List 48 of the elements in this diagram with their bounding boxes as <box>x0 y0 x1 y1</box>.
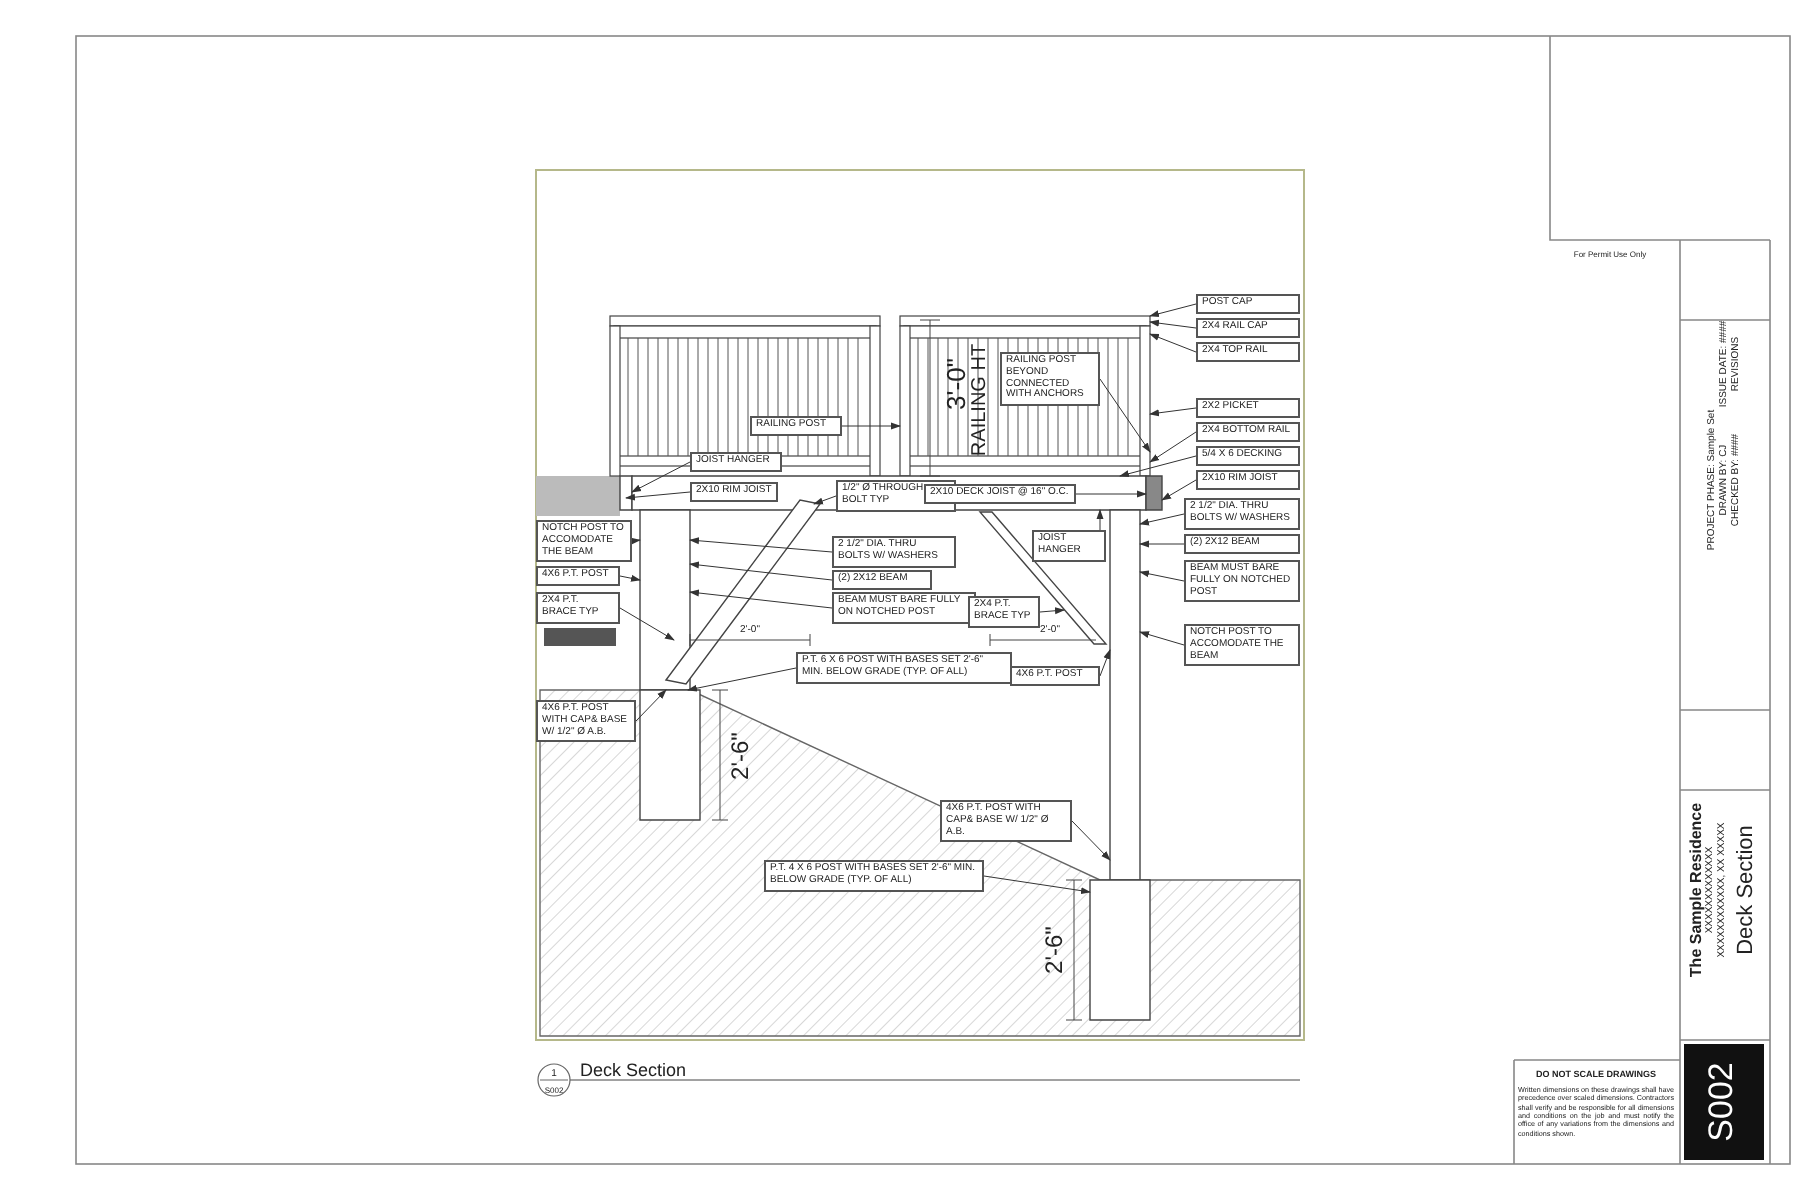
brace <box>664 499 822 685</box>
leader-line <box>619 574 641 582</box>
leader-line <box>1161 479 1197 501</box>
leader-line <box>689 537 833 553</box>
leader-line <box>1096 509 1104 531</box>
dimension-text: 2'-6" <box>1040 926 1068 974</box>
leader-line <box>1149 431 1197 463</box>
leader-line <box>1071 820 1111 861</box>
leader-line <box>1149 333 1197 353</box>
rim-joist <box>619 475 633 511</box>
leader-line <box>630 537 641 545</box>
leader-line <box>631 461 691 493</box>
post <box>639 509 691 691</box>
leader-line <box>1139 513 1185 526</box>
dimension-text: 3'-0" <box>941 358 971 410</box>
footing <box>1089 879 1151 1021</box>
leader-line <box>1139 570 1185 582</box>
brace <box>978 511 1108 645</box>
project-name: The Sample Residence <box>1687 802 1705 978</box>
leader-line <box>1149 407 1197 417</box>
leader-line <box>689 589 833 609</box>
leader-line <box>1099 378 1151 453</box>
leader-line <box>1075 490 1147 498</box>
leader-line <box>689 561 833 581</box>
leader-line <box>841 422 901 430</box>
dimension-text: RAILING HT <box>969 343 991 457</box>
leader-line <box>687 667 797 692</box>
leader-line <box>983 875 1091 895</box>
sheet-number: S002 <box>1702 1062 1742 1142</box>
leader-line <box>1119 455 1197 478</box>
leader-line <box>1149 319 1197 329</box>
footing <box>639 689 701 821</box>
leader-line <box>625 491 691 501</box>
railing-drawing <box>609 315 881 477</box>
leader-line <box>1039 607 1065 615</box>
dimension-text: 2'-6" <box>726 732 754 780</box>
leader-line <box>1139 540 1185 548</box>
leader-line <box>619 607 675 641</box>
leader-line <box>813 495 837 505</box>
post <box>1109 509 1141 881</box>
leader-line <box>1099 649 1111 677</box>
sheet-title: Deck Section <box>1734 825 1758 955</box>
railing-drawing <box>899 315 1151 477</box>
leader-line <box>635 689 667 722</box>
leader-line <box>1149 303 1197 318</box>
drawing-title: Deck Section <box>580 1060 687 1080</box>
rim-joist <box>1145 475 1163 511</box>
leader-line <box>1139 631 1185 646</box>
